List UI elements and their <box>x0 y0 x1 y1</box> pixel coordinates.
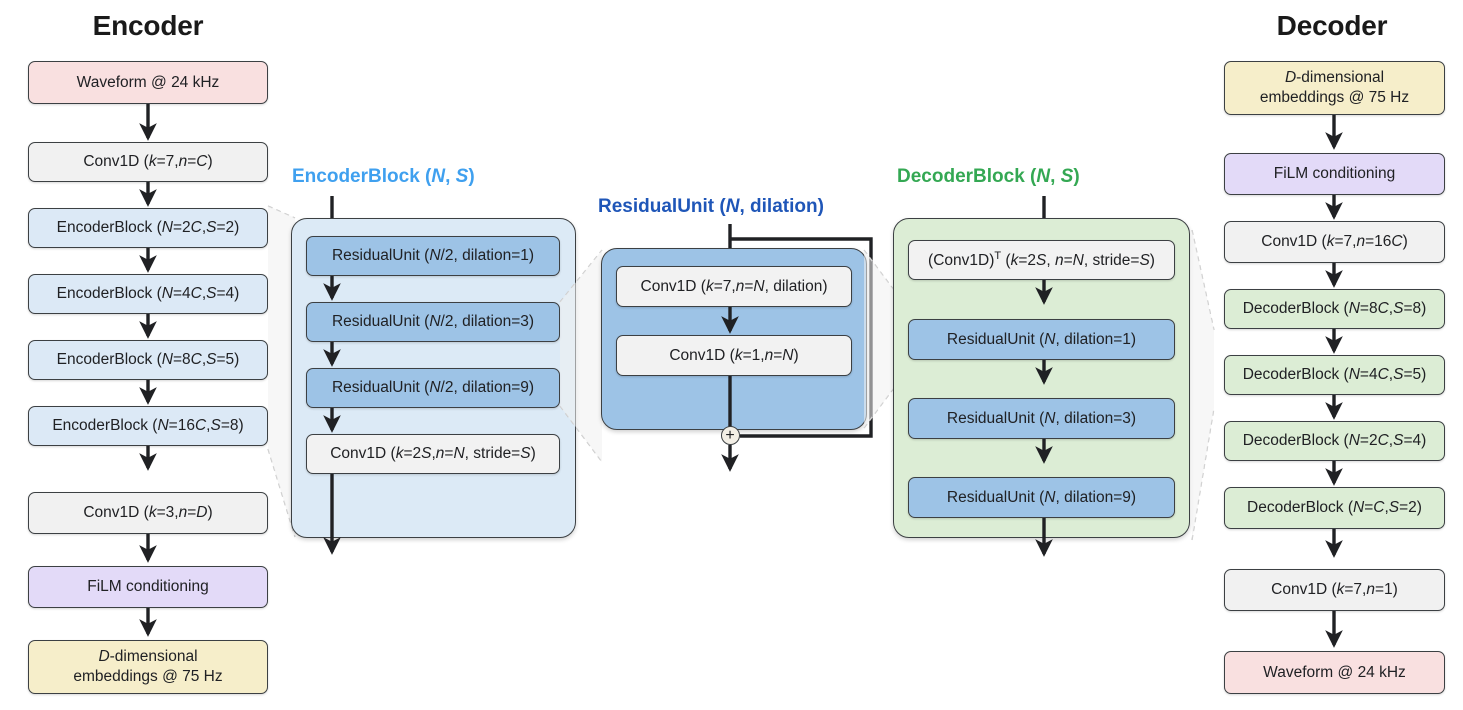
encoderblock-arrow-3 <box>323 408 341 434</box>
decoder-arrow-4 <box>1325 329 1343 355</box>
encoder-arrow-4 <box>139 314 157 340</box>
decoder-arrow-5 <box>1325 395 1343 421</box>
residualunit-node-conv1d-pointwise: Conv1D (k=1, n=N) <box>616 335 852 376</box>
encoder-arrow-3 <box>139 248 157 274</box>
encoder-arrow-1 <box>139 104 157 142</box>
decoderblock-arrow-3 <box>1035 439 1053 465</box>
decoderblock-node-convtranspose: (Conv1D)T (k=2S, n=N, stride=S) <box>908 240 1175 280</box>
encoderblock-node-residualunit-3: ResidualUnit (N/2, dilation=9) <box>306 368 560 408</box>
encoderblock-arrow-out <box>323 474 341 556</box>
decoderblock-node-residualunit-3: ResidualUnit (N, dilation=9) <box>908 477 1175 518</box>
encoderblock-node-residualunit-2: ResidualUnit (N/2, dilation=3) <box>306 302 560 342</box>
encoder-arrow-8 <box>139 608 157 638</box>
residualunit-stem-to-plus <box>723 376 737 428</box>
encoder-node-waveform: Waveform @ 24 kHz <box>28 61 268 104</box>
decoder-heading: Decoder <box>1276 10 1388 41</box>
decoder-node-waveform: Waveform @ 24 kHz <box>1224 651 1445 694</box>
residualunit-panel-caption: ResidualUnit (N, dilation) <box>598 196 824 217</box>
residualunit-arrow-1 <box>721 307 739 335</box>
encoderblock-arrow-1 <box>323 276 341 302</box>
residualunit-add-operator: + <box>720 426 740 445</box>
residualunit-arrow-out <box>721 445 739 473</box>
decoderblock-node-residualunit-2: ResidualUnit (N, dilation=3) <box>908 398 1175 439</box>
encoder-arrow-2 <box>139 182 157 208</box>
encoderblock-node-residualunit-1: ResidualUnit (N/2, dilation=1) <box>306 236 560 276</box>
decoderblock-node-residualunit-1: ResidualUnit (N, dilation=1) <box>908 319 1175 360</box>
residualunit-node-conv1d-dilated: Conv1D (k=7, n=N, dilation) <box>616 266 852 307</box>
decoder-arrow-7 <box>1325 529 1343 559</box>
decoder-node-film: FiLM conditioning <box>1224 153 1445 195</box>
decoderblock-arrow-2 <box>1035 360 1053 386</box>
encoder-node-conv1d-out: Conv1D (k=3, n=D) <box>28 492 268 534</box>
encoder-node-conv1d-in: Conv1D (k=7, n=C) <box>28 142 268 182</box>
decoder-node-conv1d-out: Conv1D (k=7, n=1) <box>1224 569 1445 611</box>
decoderblock-panel-caption: DecoderBlock (N, S) <box>897 166 1080 187</box>
decoder-arrow-1 <box>1325 115 1343 151</box>
encoderblock-arrow-2 <box>323 342 341 368</box>
encoder-arrow-7 <box>139 534 157 564</box>
decoder-arrow-8 <box>1325 611 1343 649</box>
decoderblock-arrow-out <box>1035 518 1053 558</box>
encoder-arrow-6 <box>139 446 157 472</box>
encoderblock-panel-caption: EncoderBlock (N, S) <box>292 166 475 187</box>
encoder-heading: Encoder <box>92 10 204 41</box>
decoder-arrow-3 <box>1325 263 1343 289</box>
decoder-node-decoderblock-4: DecoderBlock (N=C, S=2) <box>1224 487 1445 529</box>
decoder-arrow-6 <box>1325 461 1343 487</box>
encoder-node-film: FiLM conditioning <box>28 566 268 608</box>
decoderblock-arrow-1 <box>1035 280 1053 306</box>
encoder-arrow-5 <box>139 380 157 406</box>
decoder-arrow-2 <box>1325 195 1343 221</box>
decoderblock-convtranspose-label: (Conv1D)T (k=2S, n=N, stride=S) <box>928 249 1155 269</box>
